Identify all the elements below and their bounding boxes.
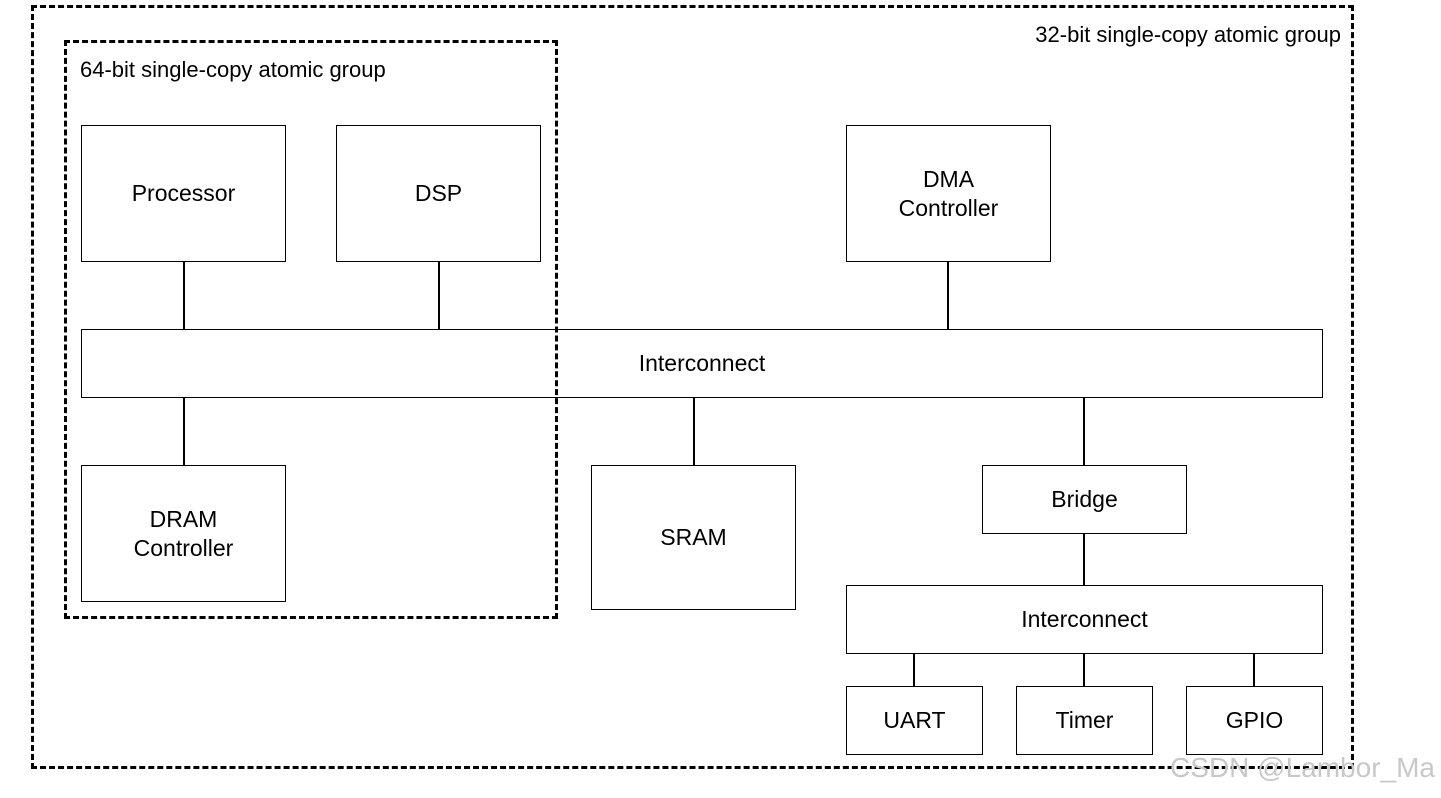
bridge-up-connector xyxy=(1083,397,1085,465)
gpio-connector xyxy=(1253,653,1255,686)
processor-block: Processor xyxy=(81,125,286,262)
dram-connector xyxy=(183,397,185,465)
dsp-connector xyxy=(438,262,440,329)
gpio-block: GPIO xyxy=(1186,686,1323,755)
dram-controller-block: DRAM Controller xyxy=(81,465,286,602)
bridge-block: Bridge xyxy=(982,465,1187,534)
outer-group-label: 32-bit single-copy atomic group xyxy=(1035,22,1341,47)
inner-group-label: 64-bit single-copy atomic group xyxy=(80,57,386,82)
peripheral-interconnect-block: Interconnect xyxy=(846,585,1323,654)
bridge-down-connector xyxy=(1083,533,1085,585)
dma-connector xyxy=(947,262,949,329)
outer-atomic-group-boundary xyxy=(31,5,1354,769)
uart-block: UART xyxy=(846,686,983,755)
dsp-block: DSP xyxy=(336,125,541,262)
sram-connector xyxy=(693,397,695,465)
timer-connector xyxy=(1083,653,1085,686)
uart-connector xyxy=(913,653,915,686)
main-interconnect-block: Interconnect xyxy=(81,329,1323,398)
dma-controller-block: DMA Controller xyxy=(846,125,1051,262)
sram-block: SRAM xyxy=(591,465,796,610)
processor-connector xyxy=(183,262,185,329)
watermark: CSDN @Lambor_Ma xyxy=(1170,752,1435,783)
timer-block: Timer xyxy=(1016,686,1153,755)
